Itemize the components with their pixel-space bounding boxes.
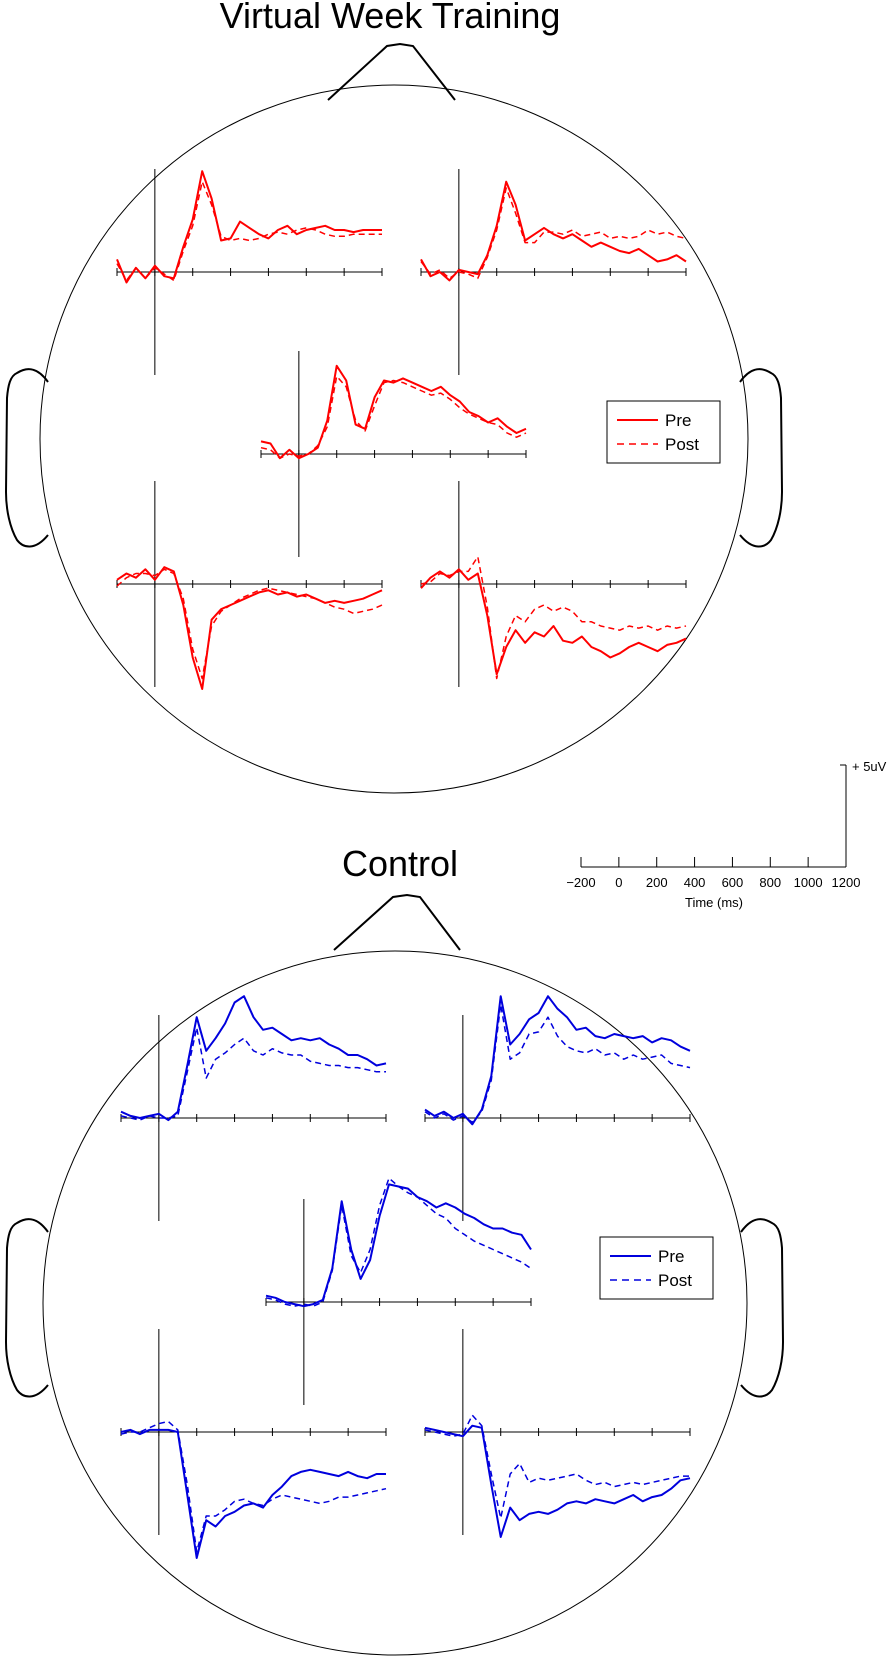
scale-tick-label: −200: [566, 875, 595, 890]
legend-box: [599, 1236, 714, 1300]
electrode-plot-left-parietal: [116, 481, 383, 690]
scale-amplitude-label: + 5uV: [852, 759, 887, 774]
scale-tick-label: 400: [684, 875, 706, 890]
right-ear-icon: [740, 1218, 785, 1398]
waveform-pre: [265, 1183, 532, 1308]
scale-tick-label: 1200: [832, 875, 861, 890]
electrode-plot-right-frontal: [420, 169, 687, 375]
electrode-plot-central: [260, 351, 527, 557]
scale-time-label: Time (ms): [685, 895, 743, 910]
waveform-pre: [116, 170, 382, 284]
scale-tick-label: 800: [759, 875, 781, 890]
left-ear-icon: [4, 368, 49, 548]
training-panel-title: Virtual Week Training: [220, 0, 561, 36]
electrode-plot-right-parietal: [420, 481, 687, 687]
waveform-post: [420, 187, 687, 280]
waveform-post: [265, 1177, 532, 1307]
waveform-post: [116, 180, 382, 282]
electrode-plot-left-frontal: [116, 169, 383, 375]
right-ear-icon: [739, 368, 784, 548]
electrode-plot-right-parietal: [424, 1329, 691, 1538]
legend-label-post: Post: [658, 1271, 692, 1290]
waveform-pre: [116, 566, 383, 690]
legend-box: [606, 400, 721, 464]
electrode-plots: [116, 169, 687, 690]
left-ear-icon: [4, 1218, 49, 1398]
waveform-post: [120, 1420, 387, 1553]
scalp-outline: [39, 84, 749, 794]
scale-tick-label: 200: [646, 875, 668, 890]
legend: Pre Post: [599, 1236, 714, 1300]
scalp-outline: [42, 950, 748, 1656]
electrode-plot-right-frontal: [424, 995, 691, 1221]
nose-icon: [327, 42, 456, 101]
waveform-post: [424, 1003, 691, 1123]
waveform-pre: [420, 180, 687, 282]
legend-label-pre: Pre: [658, 1247, 684, 1266]
electrode-plot-left-parietal: [120, 1329, 387, 1559]
waveform-post: [120, 1026, 386, 1121]
control-panel-title: Control: [342, 843, 458, 884]
electrode-plots: [120, 995, 691, 1559]
waveform-post: [116, 568, 383, 680]
waveform-post: [424, 1414, 690, 1519]
waveform-post: [260, 375, 527, 459]
scale-tick-label: 1000: [794, 875, 823, 890]
waveform-pre: [120, 995, 387, 1122]
waveform-pre: [424, 1424, 691, 1538]
training-panel: Virtual Week Training Pre Post: [4, 0, 784, 794]
legend-label-post: Post: [665, 435, 699, 454]
nose-icon: [333, 893, 461, 951]
waveform-pre: [420, 568, 687, 676]
waveform-post: [420, 555, 687, 680]
scale-tick-label: 0: [615, 875, 622, 890]
legend-label-pre: Pre: [665, 411, 691, 430]
waveform-pre: [120, 1428, 386, 1559]
waveform-pre: [260, 364, 527, 460]
scale-ticks: −200 0 200 400 600 800 1000 1200: [566, 857, 860, 890]
legend: Pre Post: [606, 400, 721, 464]
scale-bar: + 5uV −200 0 200 400 600 800 1000 1200 Time (ms…: [566, 759, 886, 910]
electrode-plot-left-frontal: [120, 995, 387, 1221]
electrode-plot-central: [265, 1177, 532, 1405]
scale-tick-label: 600: [722, 875, 744, 890]
control-panel: Control Pre Post: [4, 843, 785, 1656]
